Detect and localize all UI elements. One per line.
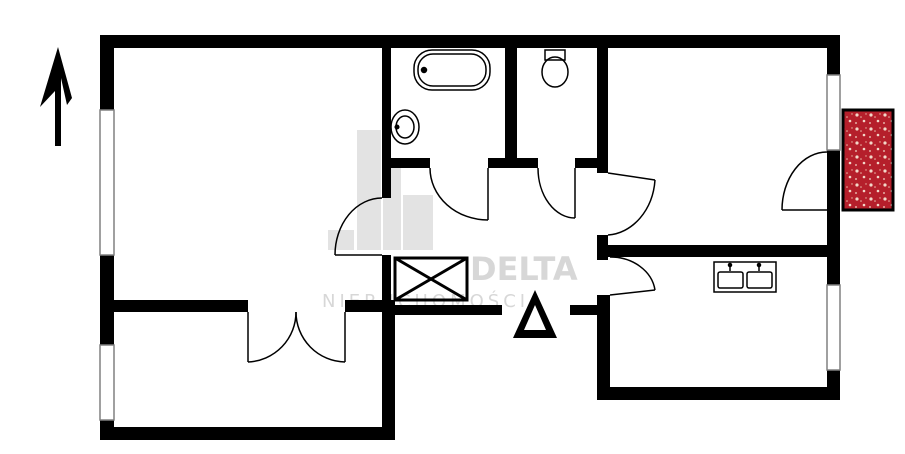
door-bathroom <box>429 167 489 221</box>
window-right-upper <box>826 74 841 151</box>
watermark-building-icon <box>328 130 433 250</box>
balcony <box>841 108 895 212</box>
chimney-vent <box>393 256 469 302</box>
north-arrow-icon <box>40 47 72 146</box>
toilet <box>541 49 569 88</box>
watermark: DELTA NIERUCHOMOŚCI <box>322 130 578 312</box>
double-door <box>247 311 346 363</box>
door-wc <box>537 167 576 219</box>
triangle-icon <box>513 290 557 338</box>
watermark-brand: DELTA <box>470 250 578 288</box>
window-left-upper <box>99 109 115 256</box>
windows <box>99 74 841 421</box>
door-right-upper <box>607 172 656 236</box>
window-right-lower <box>826 284 841 371</box>
fixtures <box>390 49 777 302</box>
door-balcony <box>781 151 828 211</box>
bathtub <box>413 49 491 91</box>
door-hall-left <box>334 197 383 256</box>
washbasin <box>390 109 420 145</box>
door-right-lower <box>609 256 656 296</box>
window-left-lower <box>99 344 115 421</box>
double-sink <box>713 261 777 293</box>
doors <box>247 151 828 363</box>
walls <box>100 35 840 440</box>
